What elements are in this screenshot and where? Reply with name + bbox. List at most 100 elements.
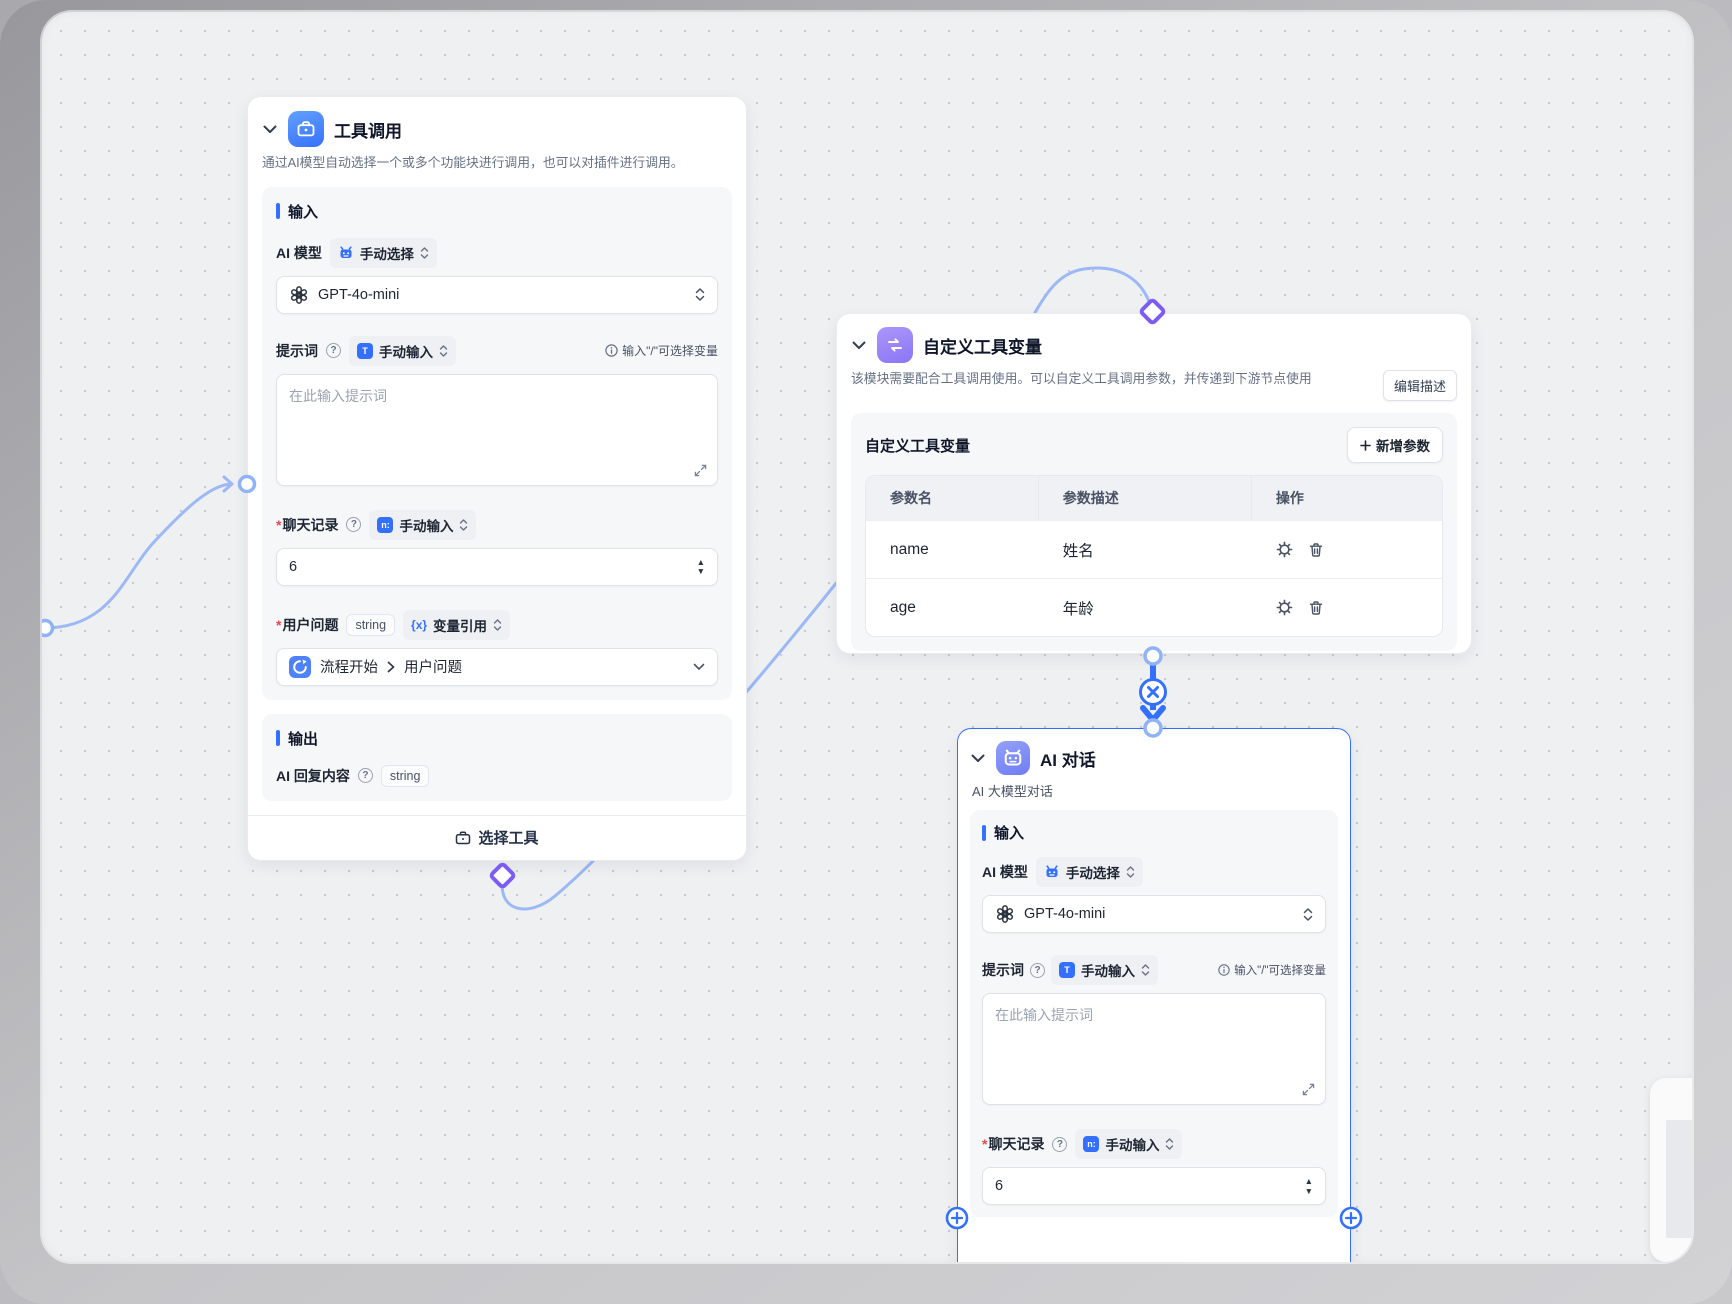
col-actions: 操作 (1251, 476, 1442, 520)
model-select[interactable]: GPT-4o-mini (276, 275, 718, 314)
add-param-label: 新增参数 (1376, 439, 1430, 454)
variable-hint-text: 输入"/"可选择变量 (1234, 965, 1326, 977)
disconnect-button[interactable] (1139, 678, 1167, 706)
prompt-mode-badge[interactable]: T 手动输入 (1051, 955, 1158, 985)
step-up-icon[interactable]: ▲ (1304, 1176, 1313, 1186)
node-custom-tool-vars[interactable]: 自定义工具变量 该模块需要配合工具调用使用。可以自定义工具调用参数，并传递到下游… (836, 313, 1472, 654)
number-stepper[interactable]: ▲▼ (1305, 1177, 1313, 1195)
node-description: 通过AI模型自动选择一个或多个功能块进行调用，也可以对插件进行调用。 (262, 155, 684, 170)
variable-hint-text: 输入"/"可选择变量 (622, 344, 718, 359)
prompt-textarea[interactable]: 在此输入提示词 (982, 993, 1326, 1105)
chevron-updown-icon (695, 287, 705, 302)
tool-port-diamond[interactable] (489, 862, 516, 889)
chat-history-value: 6 (995, 1178, 1004, 1194)
ai-model-label: AI 模型 (982, 864, 1028, 880)
collapse-chevron-icon[interactable] (970, 750, 986, 766)
node-ai-chat[interactable]: AI 对话 AI 大模型对话 输入 AI 模型 手动选择 GPT-4o-mini (957, 728, 1351, 1262)
prompt-placeholder: 在此输入提示词 (289, 387, 387, 404)
flow-canvas[interactable]: 工具调用 通过AI模型自动选择一个或多个功能块进行调用，也可以对插件进行调用。 … (42, 12, 1692, 1262)
robot-icon (1044, 864, 1060, 880)
prompt-mode: 手动输入 (1081, 964, 1135, 979)
collapse-chevron-icon[interactable] (851, 337, 867, 353)
chevron-updown-icon (420, 246, 429, 260)
info-icon (1218, 964, 1230, 976)
step-up-icon[interactable]: ▲ (696, 556, 705, 567)
openai-icon (289, 285, 309, 305)
output-section-title: 输出 (288, 730, 319, 748)
node-title: 工具调用 (334, 121, 402, 141)
chat-history-input[interactable]: 6 ▲▼ (982, 1167, 1326, 1205)
prompt-mode: 手动输入 (379, 344, 433, 360)
reference-source: 流程开始 (320, 660, 378, 677)
add-param-button[interactable]: 新增参数 (1347, 427, 1443, 463)
input-section-title: 输入 (994, 825, 1025, 842)
help-icon[interactable]: ? (346, 517, 362, 533)
step-down-icon[interactable]: ▼ (696, 566, 705, 577)
prompt-mode-badge[interactable]: T 手动输入 (349, 335, 456, 366)
help-icon[interactable]: ? (1052, 1136, 1068, 1152)
ai-model-mode: 手动选择 (1065, 866, 1120, 881)
ai-model-mode: 手动选择 (359, 246, 414, 262)
params-panel: 自定义工具变量 新增参数 参数名 参数描述 操作 name (851, 413, 1457, 651)
param-name-cell: age (866, 578, 1039, 636)
help-icon[interactable]: ? (1030, 962, 1045, 978)
reference-field: 用户问题 (404, 660, 462, 677)
param-name-cell: name (866, 520, 1039, 578)
node-subtitle: AI 大模型对话 (972, 784, 1053, 799)
help-icon[interactable]: ? (326, 343, 341, 359)
input-section-title: 输入 (288, 203, 319, 221)
variable-reference-select[interactable]: 流程开始 用户问题 (276, 647, 718, 686)
section-bar (276, 730, 280, 747)
expand-icon[interactable] (694, 464, 707, 477)
chevron-updown-icon (1165, 1137, 1174, 1151)
trash-icon[interactable] (1308, 542, 1324, 558)
prompt-placeholder: 在此输入提示词 (995, 1007, 1093, 1023)
chevron-updown-icon (439, 344, 448, 358)
trash-icon[interactable] (1308, 600, 1324, 616)
variable-hint: 输入"/"可选择变量 (1218, 962, 1326, 978)
number-type-icon: n: (377, 516, 394, 533)
ai-model-mode-badge[interactable]: 手动选择 (329, 237, 437, 268)
robot-icon (338, 245, 354, 261)
chat-history-mode-badge[interactable]: n: 手动输入 (1075, 1129, 1183, 1159)
ai-model-mode-badge[interactable]: 手动选择 (1035, 857, 1143, 887)
node-title: AI 对话 (1040, 750, 1096, 770)
number-type-icon: n: (1083, 1136, 1100, 1152)
chat-history-mode-badge[interactable]: n: 手动输入 (369, 509, 477, 540)
chat-history-mode: 手动输入 (1105, 1138, 1160, 1153)
model-name: GPT-4o-mini (318, 286, 400, 303)
expand-icon[interactable] (1302, 1083, 1315, 1096)
number-stepper[interactable]: ▲▼ (697, 558, 705, 576)
node-tool-call[interactable]: 工具调用 通过AI模型自动选择一个或多个功能块进行调用，也可以对插件进行调用。 … (247, 96, 747, 861)
prompt-textarea[interactable]: 在此输入提示词 (276, 373, 718, 486)
params-panel-title: 自定义工具变量 (865, 437, 971, 455)
step-down-icon[interactable]: ▼ (1304, 1185, 1313, 1196)
chevron-right-icon (387, 661, 395, 673)
type-badge: string (380, 764, 430, 787)
table-row: age 年龄 (866, 578, 1442, 636)
user-question-mode-badge[interactable]: {x} 变量引用 (403, 609, 511, 640)
edit-description-button[interactable]: 编辑描述 (1382, 370, 1457, 401)
select-tool-button[interactable]: 选择工具 (248, 814, 746, 860)
robot-icon (996, 741, 1030, 775)
chat-history-mode: 手动输入 (399, 518, 454, 534)
source-port[interactable] (42, 618, 55, 638)
input-panel: 输入 AI 模型 手动选择 GPT-4o-mini 提示词 ? T (262, 186, 732, 700)
node-description: 该模块需要配合工具调用使用。可以自定义工具调用参数，并传递到下游节点使用 (851, 371, 1312, 386)
chat-history-label: 聊天记录 (276, 515, 338, 535)
variable-icon: {x} (411, 617, 428, 632)
help-icon[interactable]: ? (357, 768, 373, 784)
output-label: AI 回复内容 (276, 767, 350, 784)
prompt-label: 提示词 (276, 342, 318, 359)
model-select[interactable]: GPT-4o-mini (982, 895, 1326, 933)
chevron-updown-icon (1303, 907, 1313, 922)
collapse-chevron-icon[interactable] (262, 121, 278, 137)
params-table: 参数名 参数描述 操作 name 姓名 ag (865, 475, 1443, 637)
toolbox-icon (455, 830, 471, 846)
side-panel-thumb (1666, 1120, 1692, 1238)
chat-history-input[interactable]: 6 ▲▼ (276, 547, 718, 586)
gear-icon[interactable] (1276, 541, 1293, 558)
section-bar (982, 824, 986, 841)
gear-icon[interactable] (1276, 599, 1293, 616)
chevron-updown-icon (1141, 963, 1150, 977)
